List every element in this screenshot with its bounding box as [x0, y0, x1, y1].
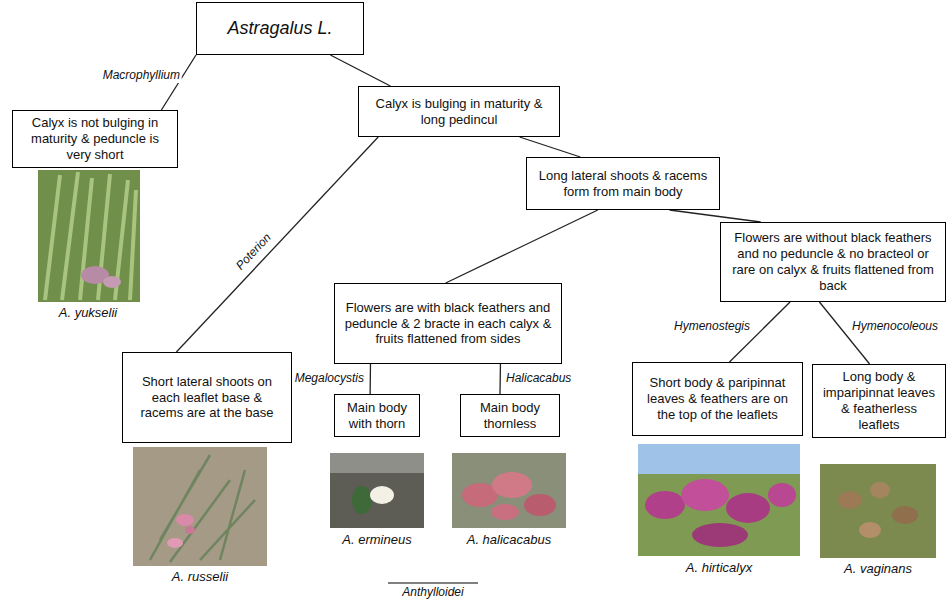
section-label: Hymenocoleous — [850, 320, 940, 334]
branch-line — [520, 137, 581, 157]
box-text: Long lateral shoots & racems form from m… — [533, 168, 713, 200]
photo-ground — [133, 447, 267, 566]
key-box: Short lateral shoots on each leaflet bas… — [122, 352, 292, 443]
species-name: A. hirticalyx — [686, 560, 752, 576]
photo-flower — [681, 479, 729, 511]
species-name: A. russelii — [172, 569, 228, 585]
photo-flower — [103, 276, 121, 288]
section-label: Hymenostegis — [672, 320, 752, 334]
section-label: Halicacabus — [504, 372, 573, 386]
photo-sky — [638, 444, 800, 474]
key-box: Long lateral shoots & racems form from m… — [526, 157, 720, 210]
branch-line — [499, 364, 501, 394]
photo-ground — [638, 444, 800, 556]
branch-line — [446, 210, 598, 283]
photo-halicacabus — [452, 453, 566, 528]
section-label: Poterion — [232, 230, 275, 275]
photo-flower — [176, 514, 194, 526]
box-text: Short body & paripinnat leaves & feather… — [639, 375, 796, 423]
species-name: A. yukselii — [59, 305, 118, 321]
photo-pod — [870, 482, 890, 498]
section-label: Anthylloidei — [402, 585, 463, 599]
box-text: Main body thornless — [467, 400, 553, 432]
photo-leaves — [45, 172, 136, 300]
photo-flower — [524, 494, 556, 516]
photo-flower — [185, 526, 195, 534]
photo-flower — [726, 493, 770, 523]
key-box: Short body & paripinnat leaves & feather… — [632, 362, 803, 436]
box-text: Calyx is bulging in maturity & long pedi… — [365, 96, 553, 128]
root-box: Astragalus L. — [196, 2, 364, 55]
photo-yukselii — [38, 170, 140, 302]
key-box: Flowers are with black feathers and pedu… — [334, 283, 562, 364]
photo-flower — [645, 491, 685, 519]
photo-flower — [492, 472, 532, 498]
key-box: Calyx is bulging in maturity & long pedi… — [358, 86, 560, 137]
box-text: Short lateral shoots on each leaflet bas… — [129, 374, 285, 422]
photo-pod — [892, 506, 918, 524]
section-label: Macrophyllium — [101, 69, 182, 83]
box-text: Long body & imparipinnat leaves & feathe… — [819, 369, 939, 432]
branch-line — [369, 364, 371, 394]
photo-flower — [370, 486, 394, 504]
photo-pod — [838, 491, 862, 509]
branch-line — [330, 55, 390, 86]
photo-ground — [452, 453, 566, 528]
species-name: A. ermineus — [342, 532, 411, 548]
box-text: Main body with thorn — [341, 400, 413, 432]
photo-stems — [150, 455, 255, 562]
photo-ermineus — [330, 453, 424, 528]
key-box: Flowers are without black feathers and n… — [720, 222, 946, 302]
photo-ground — [38, 170, 140, 302]
photo-flower — [768, 483, 796, 507]
photo-russelii — [133, 447, 267, 566]
key-box: Main body thornless — [460, 394, 560, 437]
box-text: Flowers are with black feathers and pedu… — [341, 300, 555, 348]
key-box: Main body with thorn — [334, 394, 420, 437]
branch-line — [670, 210, 761, 222]
box-text: Astragalus L. — [227, 18, 332, 40]
box-text: Flowers are without black feathers and n… — [727, 230, 939, 293]
rule-line — [388, 583, 478, 584]
photo-flower — [692, 523, 748, 547]
box-text: Calyx is not bulging in maturity & pedun… — [19, 115, 171, 163]
section-label: Megalocystis — [293, 372, 366, 386]
key-box: Calyx is not bulging in maturity & pedun… — [12, 110, 178, 168]
species-name: A. vaginans — [844, 561, 912, 577]
photo-pod — [859, 522, 881, 538]
photo-flower — [167, 538, 183, 548]
photo-leaves — [352, 486, 372, 514]
photo-ground — [330, 453, 424, 528]
photo-flower — [491, 504, 519, 520]
species-name: A. halicacabus — [467, 532, 552, 548]
photo-sky — [330, 453, 424, 473]
photo-vaginans — [820, 464, 936, 558]
photo-ground — [820, 464, 936, 558]
key-box: Long body & imparipinnat leaves & feathe… — [812, 364, 946, 438]
photo-hirticalyx — [638, 444, 800, 556]
